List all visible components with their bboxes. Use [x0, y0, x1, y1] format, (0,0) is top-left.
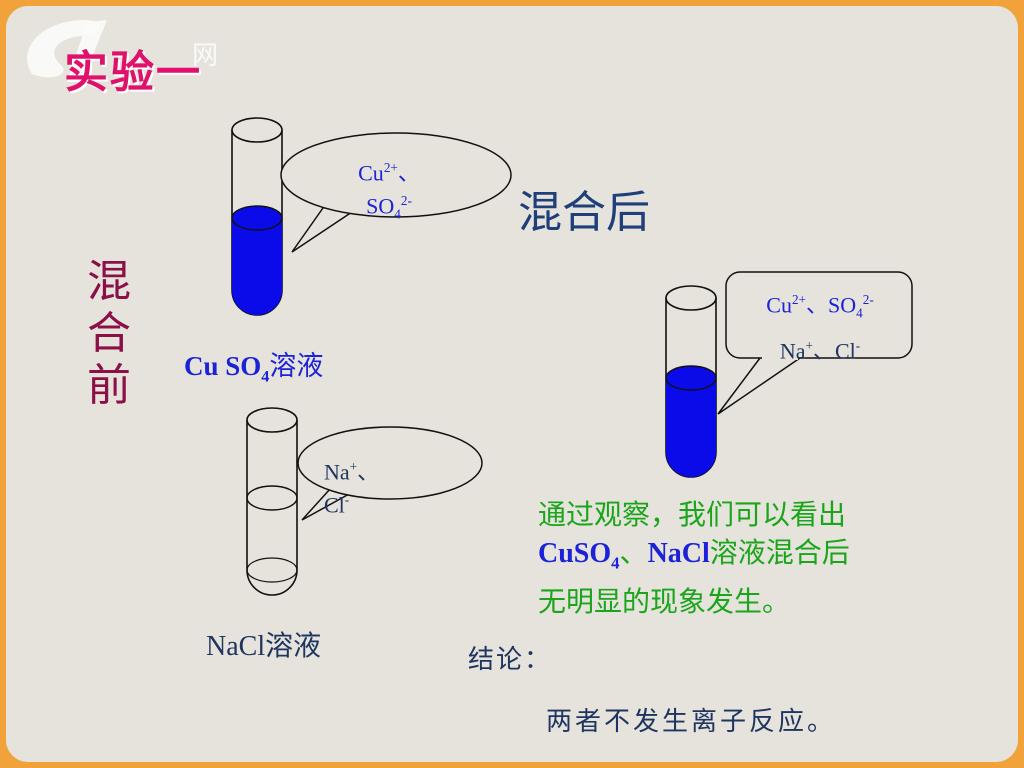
observation-line3: 无明显的现象发生。 [538, 584, 791, 618]
mixed-ions-text: Cu2+、SO42- Na+、Cl- [728, 284, 912, 367]
mixed-ions-line1: Cu2+、SO42- [766, 292, 874, 321]
conclusion-label: 结论： [468, 645, 553, 675]
nacl-solution-label: NaCl溶液 [206, 629, 322, 662]
mixed-test-tube [665, 285, 717, 478]
nacl-test-tube [246, 407, 298, 596]
conclusion-text: 两者不发生离子反应。 [546, 707, 837, 737]
after-mixing-label: 混合后 [518, 187, 650, 238]
mixed-ion-callout [717, 271, 913, 415]
slide: 网 实验一 混 合 前 混合后 [6, 6, 1018, 762]
cuso4-liquid [232, 218, 282, 315]
before-mixing-label: 混 合 前 [84, 256, 134, 412]
before-char-1: 混 [87, 256, 131, 307]
observation-text: 通过观察，我们可以看出 CuSO4、NaCl溶液混合后 无明显的现象发生。 [538, 496, 958, 621]
apparatus-drawing [231, 117, 913, 596]
watermark-logo: 网 [27, 19, 218, 82]
nacl-ion-na: Na+、 [324, 459, 380, 485]
mixed-ions-line2: Na+、Cl- [779, 337, 861, 364]
cuso4-ion-cu: Cu2+、 [358, 160, 420, 186]
before-char-3: 前 [87, 360, 131, 411]
cuso4-test-tube [231, 117, 283, 316]
cuso4-ion-so4: SO42- [366, 193, 412, 223]
cuso4-ion-callout [280, 132, 512, 253]
nacl-ion-callout [297, 426, 483, 521]
nacl-ions-text: Na+、 Cl- [324, 453, 394, 520]
logo-text: 网 [192, 41, 218, 71]
before-char-2: 合 [87, 308, 131, 359]
nacl-ion-cl: Cl- [324, 492, 350, 518]
observation-line1: 通过观察，我们可以看出 [538, 498, 847, 531]
mixed-liquid [666, 378, 716, 477]
cuso4-ions-text: Cu2+、 SO42- [334, 154, 444, 229]
cuso4-solution-label: Cu SO4溶液 [184, 351, 324, 386]
observation-line2: CuSO4、NaCl溶液混合后 [538, 536, 850, 573]
slide-title: 实验一 [64, 47, 202, 98]
